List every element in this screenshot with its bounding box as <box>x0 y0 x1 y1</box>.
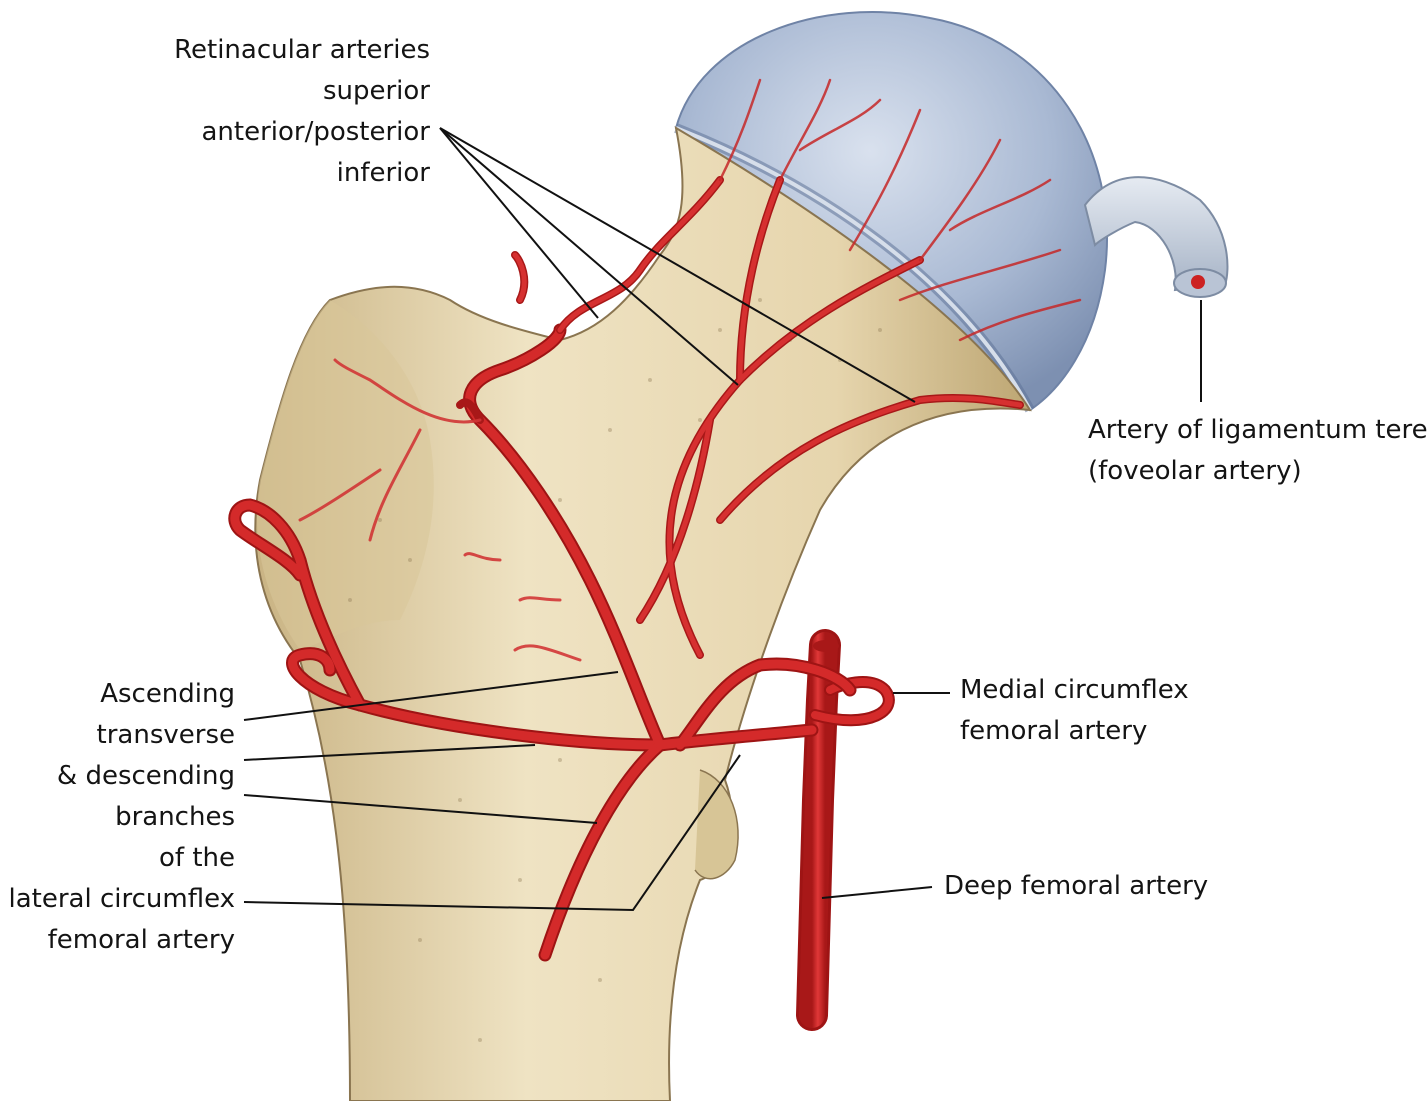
leader-ascending <box>243 671 619 721</box>
leader-lateral <box>243 754 741 912</box>
label-retinacular-arteries: Retinacular arteries superior anterior/p… <box>100 30 430 194</box>
arteries <box>228 78 1082 1031</box>
label-retinacular-inferior: inferior <box>336 158 430 188</box>
leader-retinacular-inferior <box>439 127 599 319</box>
label-medial-line1: Medial circumflex <box>960 675 1189 705</box>
label-lateral-circumflex: Ascending transverse & descending branch… <box>5 674 236 961</box>
label-retinacular-anterior-posterior: anterior/posterior <box>201 117 430 147</box>
label-lateral-descending: & descending <box>56 761 235 791</box>
label-ligamentum-teres: Artery of ligamentum teres (foveolar art… <box>1088 410 1428 492</box>
label-ligamentum-line2: (foveolar artery) <box>1088 456 1302 486</box>
label-deep-line1: Deep femoral artery <box>944 871 1209 901</box>
label-medial-circumflex: Medial circumflex femoral artery <box>960 670 1220 752</box>
leader-retinacular-anterior <box>439 127 739 386</box>
ligamentum-teres <box>1083 176 1229 298</box>
label-lateral-of-the: of the <box>159 843 235 873</box>
label-lateral-transverse: transverse <box>96 720 235 750</box>
label-lateral-ascending: Ascending <box>100 679 235 709</box>
leader-retinacular-superior <box>439 127 916 403</box>
leader-descending <box>243 794 598 824</box>
leader-deep <box>821 886 933 899</box>
label-retinacular-title: Retinacular arteries <box>174 35 430 65</box>
label-deep-femoral: Deep femoral artery <box>944 866 1209 907</box>
leader-transverse <box>243 744 536 761</box>
label-lateral-femoral-artery: femoral artery <box>47 925 235 955</box>
label-medial-line2: femoral artery <box>960 716 1148 746</box>
leader-lines <box>243 127 1202 912</box>
label-lateral-circumflex-line: lateral circumflex <box>8 884 236 914</box>
label-ligamentum-line1: Artery of ligamentum teres <box>1088 415 1428 445</box>
label-retinacular-superior: superior <box>322 76 430 106</box>
label-lateral-branches: branches <box>115 802 235 832</box>
